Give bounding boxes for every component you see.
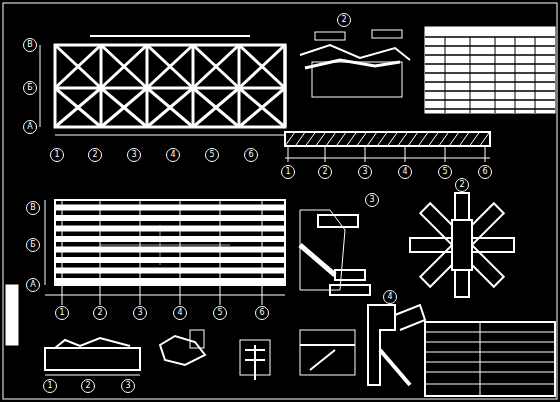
axis-bubble: 3 bbox=[365, 193, 379, 207]
axis-label: 1 bbox=[47, 382, 52, 390]
axis-label: 1 bbox=[54, 151, 59, 159]
axis-bubble: 1 bbox=[281, 165, 295, 179]
axis-bubble: А bbox=[26, 278, 40, 292]
axis-bubble: 5 bbox=[205, 148, 219, 162]
axis-bubble: 2 bbox=[455, 178, 469, 192]
axis-bubble: В bbox=[26, 201, 40, 215]
axis-bubble: 1 bbox=[43, 379, 57, 393]
axis-label: 2 bbox=[459, 181, 464, 189]
axis-label: 2 bbox=[85, 382, 90, 390]
axis-bubble: В bbox=[23, 38, 37, 52]
axis-label: 2 bbox=[322, 168, 327, 176]
axis-bubble: 3 bbox=[121, 379, 135, 393]
axis-label: 1 bbox=[59, 309, 64, 317]
axis-bubble: 6 bbox=[478, 165, 492, 179]
axis-bubble: А bbox=[23, 120, 37, 134]
axis-bubble: 2 bbox=[81, 379, 95, 393]
axis-bubble: 3 bbox=[133, 306, 147, 320]
axis-bubble: 2 bbox=[88, 148, 102, 162]
axis-label: 5 bbox=[209, 151, 214, 159]
axis-bubble: 2 bbox=[318, 165, 332, 179]
axis-label: 3 bbox=[369, 196, 374, 204]
axis-bubble: 2 bbox=[93, 306, 107, 320]
axis-label: 6 bbox=[482, 168, 487, 176]
axis-label: 3 bbox=[125, 382, 130, 390]
axis-bubble: 3 bbox=[358, 165, 372, 179]
axis-bubble: 4 bbox=[173, 306, 187, 320]
axis-bubble: Б bbox=[26, 238, 40, 252]
axis-bubble: 6 bbox=[255, 306, 269, 320]
axis-label: 2 bbox=[341, 16, 346, 24]
axis-bubble: 1 bbox=[50, 148, 64, 162]
axis-label: 2 bbox=[97, 309, 102, 317]
axis-label: 6 bbox=[259, 309, 264, 317]
axis-label: 3 bbox=[362, 168, 367, 176]
axis-label: 2 bbox=[92, 151, 97, 159]
axis-label: 4 bbox=[402, 168, 407, 176]
axis-bubble: Б bbox=[23, 81, 37, 95]
axis-label: 3 bbox=[137, 309, 142, 317]
axis-label: Б bbox=[30, 241, 36, 249]
axis-label: 5 bbox=[217, 309, 222, 317]
axis-bubble: 5 bbox=[438, 165, 452, 179]
axis-bubble: 4 bbox=[383, 290, 397, 304]
axis-label: 6 bbox=[248, 151, 253, 159]
axis-bubble: 1 bbox=[55, 306, 69, 320]
axis-label: 4 bbox=[170, 151, 175, 159]
axis-label: Б bbox=[27, 84, 33, 92]
axis-bubble: 5 bbox=[213, 306, 227, 320]
axis-bubble: 2 bbox=[337, 13, 351, 27]
axis-label: 4 bbox=[177, 309, 182, 317]
axis-label: А bbox=[27, 123, 32, 131]
axis-bubble: 4 bbox=[398, 165, 412, 179]
axis-bubble: 3 bbox=[127, 148, 141, 162]
axis-label: В bbox=[30, 204, 36, 212]
axis-label: А bbox=[30, 281, 35, 289]
axis-label: 5 bbox=[442, 168, 447, 176]
axis-bubble: 4 bbox=[166, 148, 180, 162]
axis-bubble: 6 bbox=[244, 148, 258, 162]
axis-label: 1 bbox=[285, 168, 290, 176]
axis-label: 4 bbox=[387, 293, 392, 301]
axis-label: 3 bbox=[131, 151, 136, 159]
axis-label: В bbox=[27, 41, 33, 49]
